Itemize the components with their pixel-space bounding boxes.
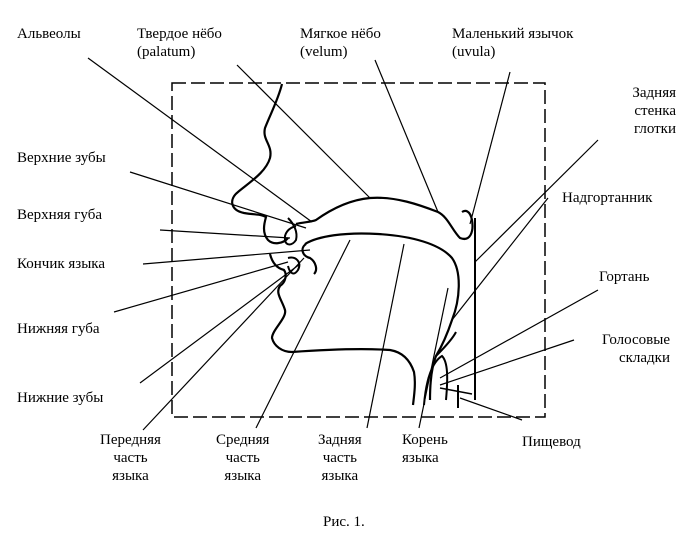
label-tongue-tip: Кончик языка: [17, 256, 106, 272]
label-larynx: Гортань: [599, 269, 650, 285]
leader-pharynx-wall: [474, 139, 599, 263]
label-esophagus: Пищевод: [522, 434, 581, 450]
label-soft-palate-line2: (velum): [300, 44, 348, 60]
label-back-tongue-line2: часть: [322, 450, 357, 466]
label-tongue-root-line1: Корень: [402, 432, 448, 448]
label-soft-palate: Мягкое нёбо (velum): [300, 25, 381, 61]
leader-vocal-folds: [439, 339, 575, 386]
leader-upper-lip: [159, 229, 291, 239]
figure-caption: Рис. 1.: [323, 514, 365, 530]
label-pharynx-wall-line3: глотки: [633, 121, 676, 137]
label-middle-tongue-line2: часть: [225, 450, 260, 466]
label-vocal-folds-line2: складки: [618, 350, 670, 366]
label-alveoly: Альвеолы: [17, 26, 81, 42]
label-back-tongue-line1: Задняя: [318, 432, 362, 448]
leader-larynx: [439, 289, 599, 379]
label-tongue-root-line2: языка: [402, 450, 439, 466]
epiglottis: [435, 331, 457, 357]
label-hard-palate: Твердое нёбо (palatum): [137, 25, 222, 61]
label-middle-tongue: Средняя часть языка: [216, 431, 269, 485]
label-tongue-root: Корень языка: [402, 431, 448, 467]
leader-esophagus: [459, 397, 523, 421]
leader-lower-lip: [113, 261, 289, 313]
leader-upper-teeth: [129, 171, 307, 229]
label-lower-teeth: Нижние зубы: [17, 390, 104, 406]
label-front-tongue-line2: часть: [113, 450, 148, 466]
label-middle-tongue-line3: языка: [224, 468, 262, 484]
label-pharynx-wall-line1: Задняя: [632, 85, 676, 101]
label-epiglottis: Надгортанник: [562, 190, 653, 206]
label-lower-lip: Нижняя губа: [17, 321, 100, 337]
leader-front-tongue: [142, 257, 305, 431]
label-vocal-folds-line1: Голосовые: [602, 332, 670, 348]
leader-middle-tongue: [255, 239, 351, 429]
label-pharynx-wall-line2: стенка: [634, 103, 676, 119]
face-profile: [231, 83, 416, 406]
leader-epiglottis: [451, 197, 549, 321]
label-soft-palate-line1: Мягкое нёбо: [300, 26, 381, 42]
leader-lines: [87, 57, 599, 431]
leader-soft-palate: [374, 59, 439, 213]
upper-teeth: [283, 217, 298, 246]
label-uvula-line2: (uvula): [452, 44, 496, 60]
dashed-frame: [171, 82, 546, 418]
leader-lower-teeth: [139, 263, 301, 384]
leader-alveoly: [87, 57, 313, 223]
label-hard-palate-line2: (palatum): [137, 44, 196, 60]
label-front-tongue-line3: языка: [112, 468, 149, 484]
vocal-fold-mark: [439, 387, 473, 395]
tongue: [301, 232, 460, 401]
label-front-tongue: Передняя часть языка: [100, 431, 161, 485]
label-back-tongue-line3: языка: [321, 468, 359, 484]
label-front-tongue-line1: Передняя: [100, 432, 161, 448]
palate: [295, 196, 474, 240]
leader-back-tongue: [366, 243, 405, 429]
label-uvula: Маленький язычок (uvula): [452, 25, 573, 61]
label-upper-teeth: Верхние зубы: [17, 150, 106, 166]
label-hard-palate-line1: Твердое нёбо: [137, 26, 222, 42]
label-pharynx-wall: Задняя стенка глотки: [632, 84, 676, 138]
label-back-tongue: Задняя часть языка: [318, 431, 362, 485]
label-middle-tongue-line1: Средняя: [216, 432, 270, 448]
label-uvula-line1: Маленький язычок: [452, 26, 574, 42]
leader-tongue-tip: [142, 249, 311, 265]
label-vocal-folds: Голосовые складки: [602, 331, 670, 367]
label-upper-lip: Верхняя губа: [17, 207, 102, 223]
leader-uvula: [469, 71, 511, 225]
leader-hard-palate: [236, 64, 371, 199]
leader-tongue-root: [418, 287, 449, 429]
larynx: [423, 354, 449, 406]
